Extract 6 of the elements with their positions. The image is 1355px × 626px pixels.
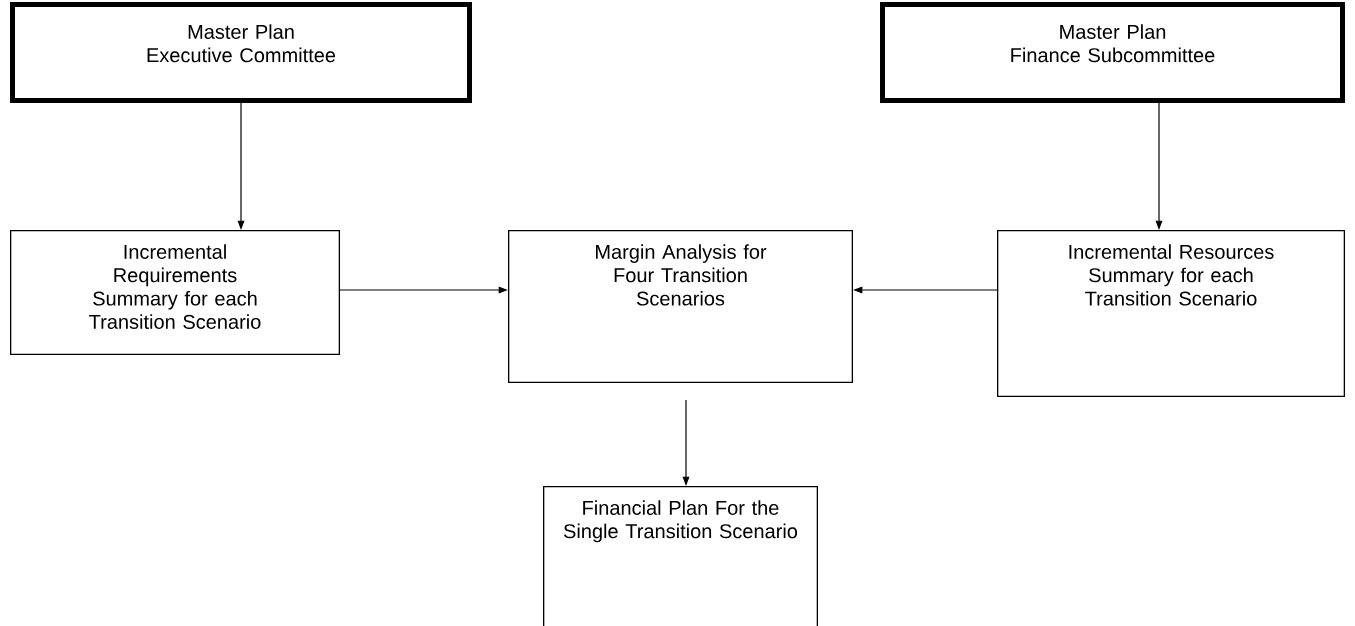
committee-box: Master Plan Finance Subcommittee (880, 2, 1345, 103)
committee-box: Master Plan Executive Committee (10, 2, 472, 103)
process-box: Margin Analysis for Four Transition Scenarios (508, 230, 853, 383)
process-box: Incremental Requirements Summary for each Transition Scenario (10, 230, 340, 355)
process-box: Incremental Resources Summary for each Transition Scenario (997, 230, 1345, 397)
process-box: Financial Plan For the Single Transition Scenario (543, 486, 818, 626)
